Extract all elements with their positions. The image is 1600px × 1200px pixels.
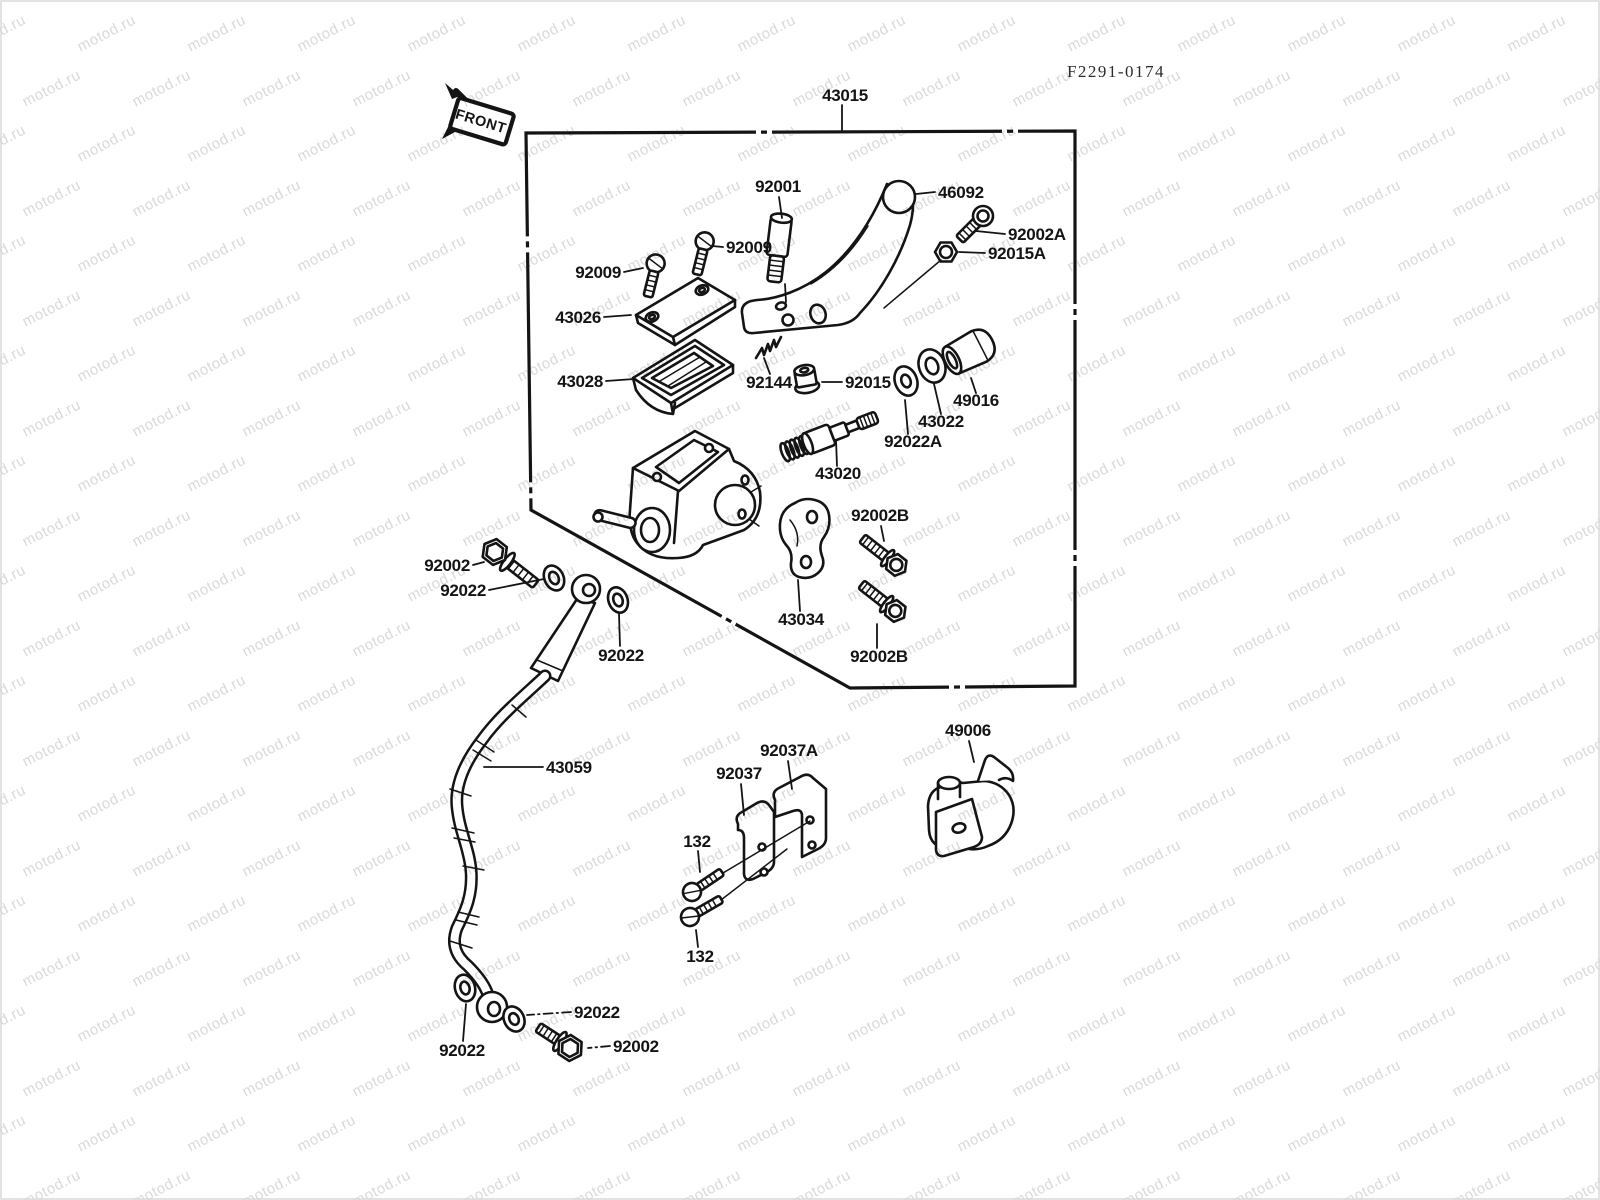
part-label-49006: 49006 [945, 721, 991, 740]
leader-line-92022-bottom-right [526, 1011, 572, 1016]
part-label-92009-right: 92009 [726, 238, 772, 257]
part-label-92022-left: 92022 [440, 581, 486, 600]
leader-line-43026 [603, 314, 632, 318]
leader-line-92009-left [623, 267, 644, 273]
leader-line-92037 [740, 783, 745, 816]
spring-92144-drawing [754, 335, 783, 360]
part-label-43034: 43034 [778, 610, 825, 629]
leader-line-43034 [797, 579, 801, 612]
leader-line-92144 [763, 357, 771, 375]
leader-line-43028 [605, 378, 635, 382]
clamp-43034-drawing [778, 497, 831, 580]
part-label-92015A: 92015A [988, 244, 1046, 263]
part-label-46092: 46092 [938, 183, 984, 202]
part-label-132-bottom: 132 [686, 947, 713, 966]
part-label-43022: 43022 [918, 412, 964, 431]
leader-line-92001-leader2 [784, 283, 787, 303]
leader-line-92022A [904, 399, 909, 435]
figure-code: F2291-0174 [1067, 62, 1165, 81]
master-cylinder-body-drawing [592, 429, 762, 560]
leader-line-132-bottom [695, 929, 699, 948]
part-label-92002B-top: 92002B [851, 506, 909, 525]
part-label-92009-left: 92009 [575, 263, 621, 282]
part-label-92001: 92001 [755, 177, 801, 196]
part-label-49016: 49016 [953, 391, 999, 410]
hose-lower-eyelet-drawing [475, 990, 509, 1024]
leader-line-92022-mid [618, 613, 621, 647]
part-label-92022-bottom-right: 92022 [574, 1003, 620, 1022]
banjo-bolt-92002-top-drawing [481, 537, 540, 589]
leader-line-92002B-top [880, 525, 885, 542]
hose-guide-49006-drawing [926, 754, 1015, 858]
washer-92022-mid-drawing [606, 586, 630, 614]
part-label-92022A: 92022A [884, 432, 942, 451]
leader-line-92022-bottom-left [462, 1003, 467, 1042]
part-label-92015: 92015 [845, 373, 891, 392]
brake-hose-43059-drawing [448, 669, 552, 1002]
leader-line-43022 [933, 383, 942, 415]
part-label-43028: 43028 [557, 372, 603, 391]
assembly-border [524, 129, 1077, 690]
part-label-43015: 43015 [822, 86, 868, 105]
boot-49016-drawing [941, 328, 996, 376]
bolt-92002B-bottom-drawing [857, 580, 907, 624]
part-label-92037A: 92037A [760, 741, 818, 760]
bolt-92002B-top-drawing [858, 534, 908, 578]
pointer-line-1 [722, 820, 811, 874]
leader-line-92015A [958, 251, 986, 254]
part-label-92002-left: 92002 [424, 556, 470, 575]
leader-line-92002-left [472, 561, 485, 566]
screw-92009-right-drawing [691, 231, 715, 277]
front-arrow-up-icon [445, 83, 460, 99]
part-label-92144: 92144 [746, 373, 793, 392]
bolt-92002-bottom-drawing [534, 1022, 583, 1063]
washer-92022-bottom-left-drawing [453, 973, 477, 1003]
pivot-bolt-92001-drawing [765, 212, 794, 284]
lever-ball-end [881, 179, 917, 215]
leader-line-46092 [915, 191, 936, 195]
diaphragm-43028-drawing [631, 338, 735, 416]
part-label-92022-mid: 92022 [598, 646, 644, 665]
leader-line-92037A [787, 760, 793, 790]
bracket-92037-drawing [735, 800, 776, 882]
pointer-lines-layer [720, 259, 942, 901]
leader-line-92001 [778, 196, 783, 219]
part-label-92037: 92037 [716, 764, 762, 783]
bolt-92002A-drawing [955, 204, 995, 244]
leader-line-49006 [968, 740, 975, 763]
nut-92015-drawing [793, 363, 821, 395]
part-label-92022-bottom-left: 92022 [439, 1041, 485, 1060]
leader-line-92022-left [488, 578, 545, 591]
leader-line-92009-right [711, 245, 724, 248]
front-direction-banner: FRONT [442, 83, 516, 147]
leader-line-92002A [975, 230, 1006, 235]
nut-92015A-drawing [933, 241, 959, 263]
leader-line-132-top [697, 850, 701, 873]
washer-92022A-drawing [893, 365, 919, 397]
part-label-92002-bottom: 92002 [613, 1037, 659, 1056]
part-label-92002B-bottom: 92002B [850, 647, 908, 666]
leader-line-92002-bottom [587, 1045, 611, 1049]
part-label-43059: 43059 [546, 758, 592, 777]
part-label-43026: 43026 [555, 308, 601, 327]
reservoir-cap-43026-drawing [634, 276, 737, 347]
leader-line-49016 [970, 377, 977, 394]
brake-lever-drawing [740, 179, 917, 335]
screw-92009-left-drawing [642, 253, 666, 299]
washer-92022-top-left-drawing [542, 564, 566, 592]
part-label-43020: 43020 [815, 464, 861, 483]
leader-line-43020 [835, 439, 838, 467]
piston-43020-drawing [779, 411, 880, 463]
part-label-132-top: 132 [683, 832, 710, 851]
hose-upper-eyelet-drawing [529, 573, 602, 683]
bracket-92037A-drawing [772, 773, 828, 859]
pointer-line-2 [720, 848, 788, 901]
washer-92022-bottom-right-drawing [502, 1005, 526, 1033]
screw-132-top-drawing [681, 868, 725, 903]
pointer-line-0 [883, 259, 942, 309]
screw-132-bottom-drawing [679, 894, 724, 928]
part-label-92002A: 92002A [1008, 225, 1066, 244]
